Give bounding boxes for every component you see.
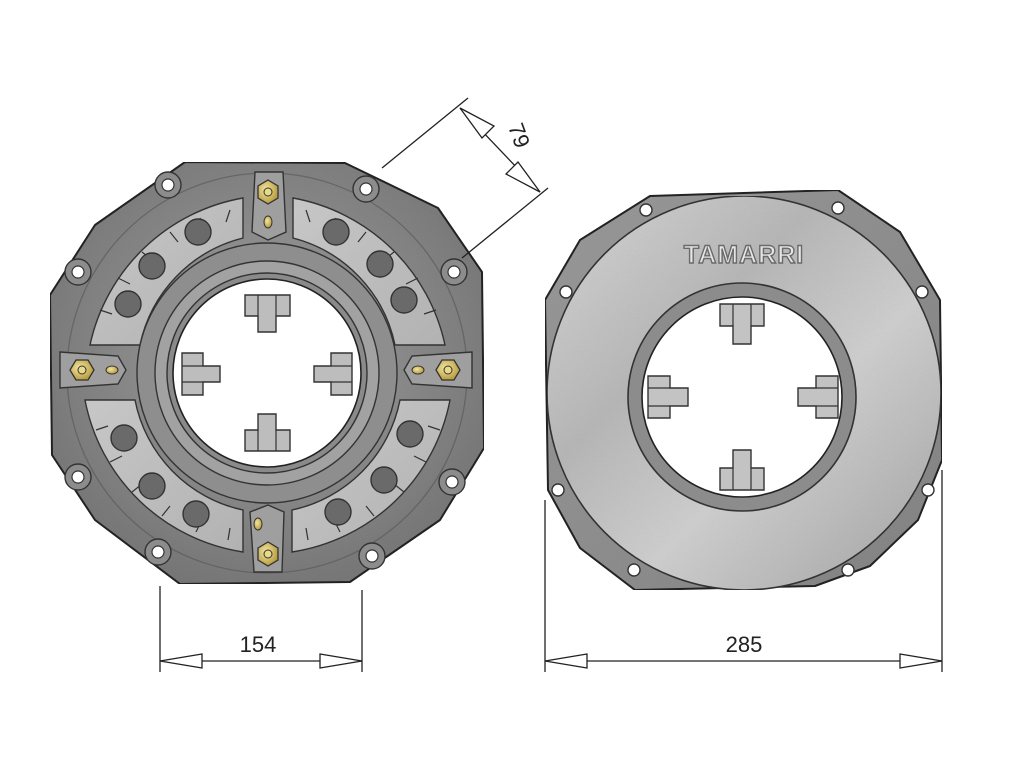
rtab-left [647,375,689,419]
pressure-plate-front-view [49,161,485,585]
dimension-label-right: 285 [726,632,763,657]
left-center-hole [172,278,362,468]
brand-logo: TAMARRI [684,241,804,269]
dimension-right-width: 285 [544,470,943,672]
tab-bottom [244,413,291,452]
rtab-top [719,303,765,345]
cover-mounting-holes [551,201,935,577]
tab-left [181,352,221,396]
spring-holes [110,218,424,528]
nut-centers [77,187,453,559]
right-center-hole [641,296,843,498]
release-tabs-left [181,294,353,452]
rtab-bottom [719,449,765,491]
release-tabs-right [647,303,839,491]
tab-right [313,352,353,396]
clutch-cover-back-view: TAMARRI [544,189,943,591]
tab-top [244,294,291,333]
rim-bolt-holes [64,171,468,570]
dimension-label-height: 79 [503,120,535,152]
rtab-right [797,375,839,419]
dimension-label-left: 154 [240,632,277,657]
dimension-left-width: 154 [159,586,363,672]
rtab-slots [648,304,838,490]
brass-pins [105,215,425,531]
tab-slots [182,295,352,451]
